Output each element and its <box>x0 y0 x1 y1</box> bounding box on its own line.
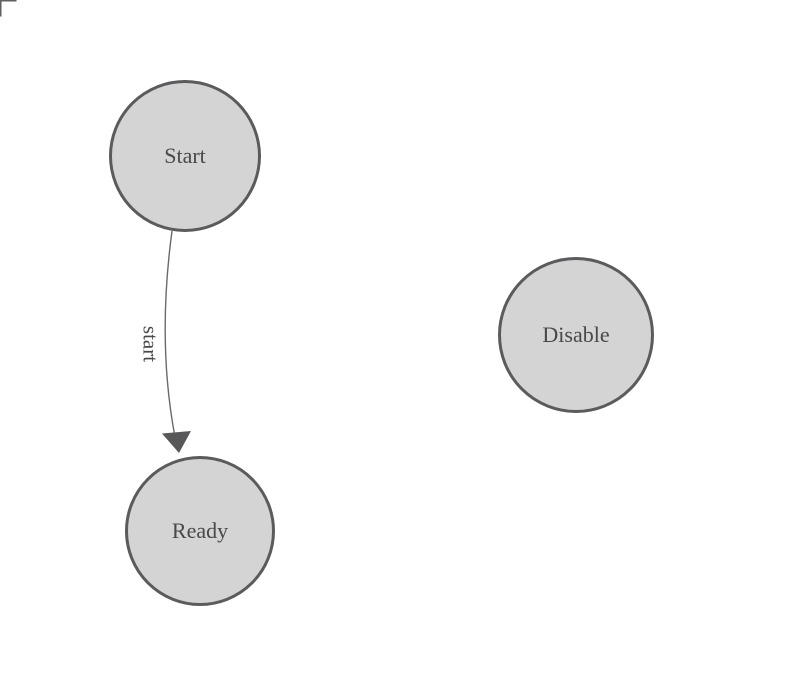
edge-arrowhead <box>162 431 191 453</box>
state-label: Disable <box>542 322 610 347</box>
state-node-start[interactable]: Start <box>109 80 261 232</box>
edge-curve[interactable] <box>164 230 176 438</box>
state-label: Start <box>164 143 206 168</box>
canvas-corner-mark <box>0 0 17 17</box>
state-node-disable[interactable]: Disable <box>498 257 654 413</box>
state-node-ready[interactable]: Ready <box>125 456 275 606</box>
transition-edge-start-ready[interactable] <box>162 230 191 453</box>
transition-label[interactable]: start <box>138 325 163 363</box>
state-label: Ready <box>171 518 229 543</box>
